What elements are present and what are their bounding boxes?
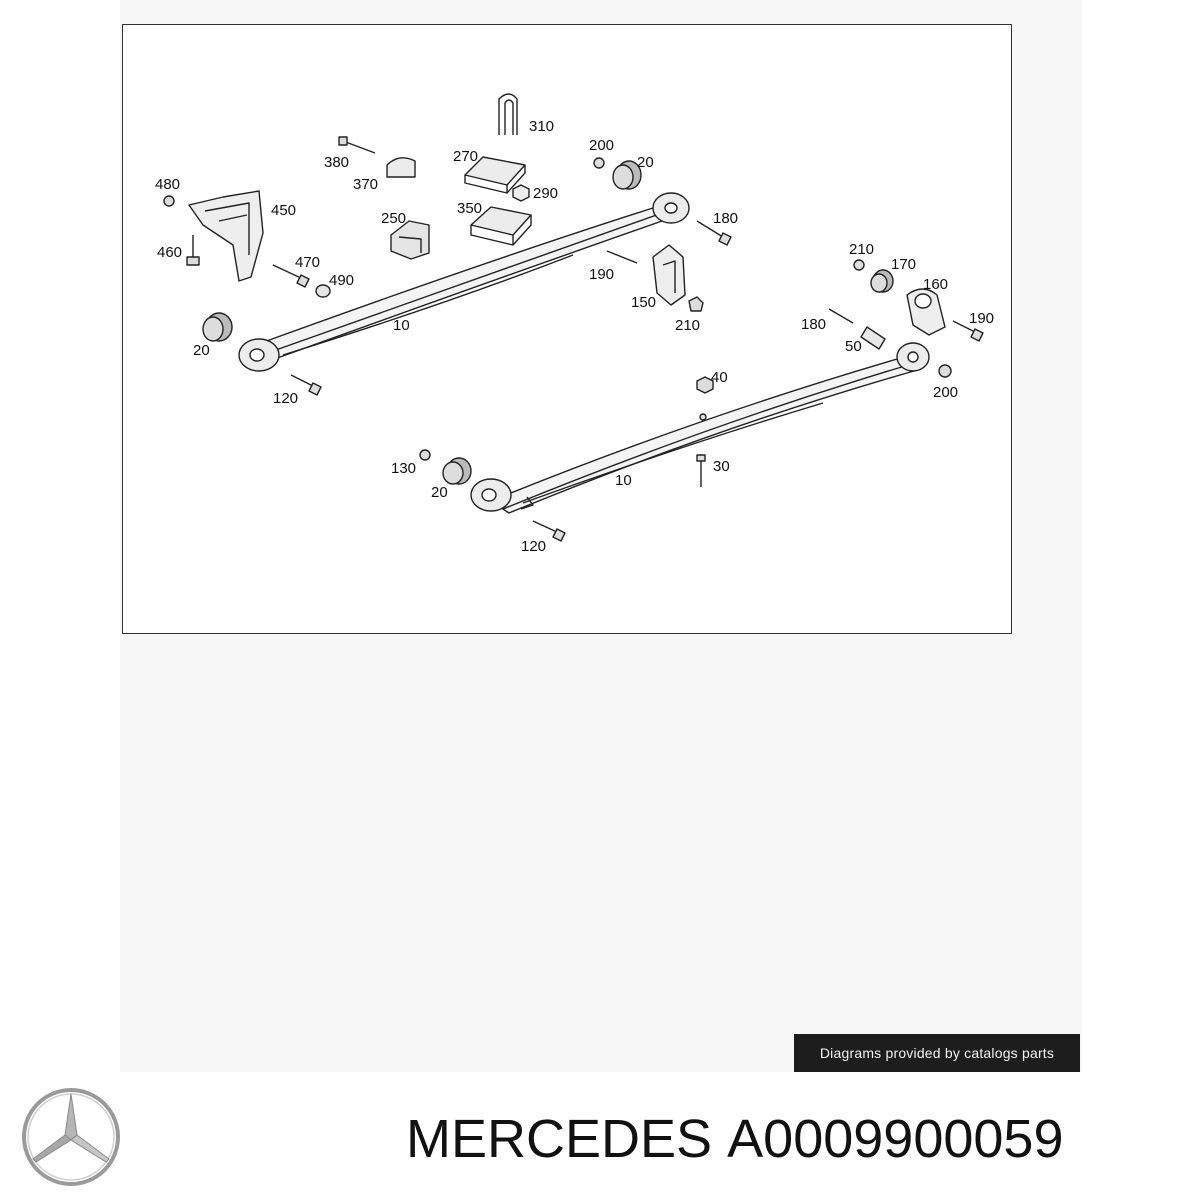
part-label-120-lower: 120 xyxy=(521,538,546,555)
part-label-210: 210 xyxy=(849,241,874,258)
part-label-170: 170 xyxy=(891,256,916,273)
part-label-270: 270 xyxy=(453,148,478,165)
brand-name: MERCEDES xyxy=(406,1109,713,1169)
nut xyxy=(512,184,530,202)
part-label-450: 450 xyxy=(271,202,296,219)
part-label-370: 370 xyxy=(353,176,378,193)
part-label-250: 250 xyxy=(381,210,406,227)
part-label-50: 50 xyxy=(845,338,862,355)
part-label-30: 30 xyxy=(713,458,730,475)
diagram-credit-badge: Diagrams provided by catalogs parts xyxy=(794,1034,1080,1072)
part-label-460: 460 xyxy=(157,244,182,261)
sleeve xyxy=(860,326,886,350)
part-label-490: 490 xyxy=(329,272,354,289)
part-label-10-lower: 10 xyxy=(615,472,632,489)
clamp-block xyxy=(386,157,416,178)
part-label-180-right: 180 xyxy=(801,316,826,333)
nut-40 xyxy=(696,376,714,394)
part-label-20: 20 xyxy=(637,154,654,171)
part-label-20-left: 20 xyxy=(193,342,210,359)
part-label-20-lower: 20 xyxy=(431,484,448,501)
part-label-310: 310 xyxy=(529,118,554,135)
part-number: A0009900059 xyxy=(727,1109,1064,1169)
part-label-150: 150 xyxy=(631,294,656,311)
part-label-190-right: 190 xyxy=(969,310,994,327)
spring-shackle xyxy=(652,244,686,306)
part-label-130: 130 xyxy=(391,460,416,477)
part-label-480: 480 xyxy=(155,176,180,193)
parts-diagram: 310 200 20 270 380 370 290 480 450 250 3… xyxy=(122,24,1012,634)
exploded-view-drawing: 310 200 20 270 380 370 290 480 450 250 3… xyxy=(155,93,994,555)
washer xyxy=(163,195,175,207)
nut-210 xyxy=(688,296,704,312)
part-label-350: 350 xyxy=(457,200,482,217)
nut-490 xyxy=(315,284,331,298)
u-bolt xyxy=(498,93,518,135)
rubber-bump-stop xyxy=(390,220,430,260)
bolt xyxy=(342,140,376,154)
part-label-200: 200 xyxy=(589,137,614,154)
front-hanger-bracket xyxy=(188,190,264,282)
part-label-470: 470 xyxy=(295,254,320,271)
part-label-10-upper: 10 xyxy=(393,317,410,334)
part-label-160: 160 xyxy=(923,276,948,293)
mercedes-star-icon xyxy=(22,1088,120,1186)
part-label-380: 380 xyxy=(324,154,349,171)
part-label-290: 290 xyxy=(533,185,558,202)
part-label-210-lower: 210 xyxy=(675,317,700,334)
part-label-180: 180 xyxy=(713,210,738,227)
part-label-200-right: 200 xyxy=(933,384,958,401)
nut-200 xyxy=(593,157,605,169)
part-label-190: 190 xyxy=(589,266,614,283)
part-label-40: 40 xyxy=(711,369,728,386)
part-label-120-upper: 120 xyxy=(273,390,298,407)
